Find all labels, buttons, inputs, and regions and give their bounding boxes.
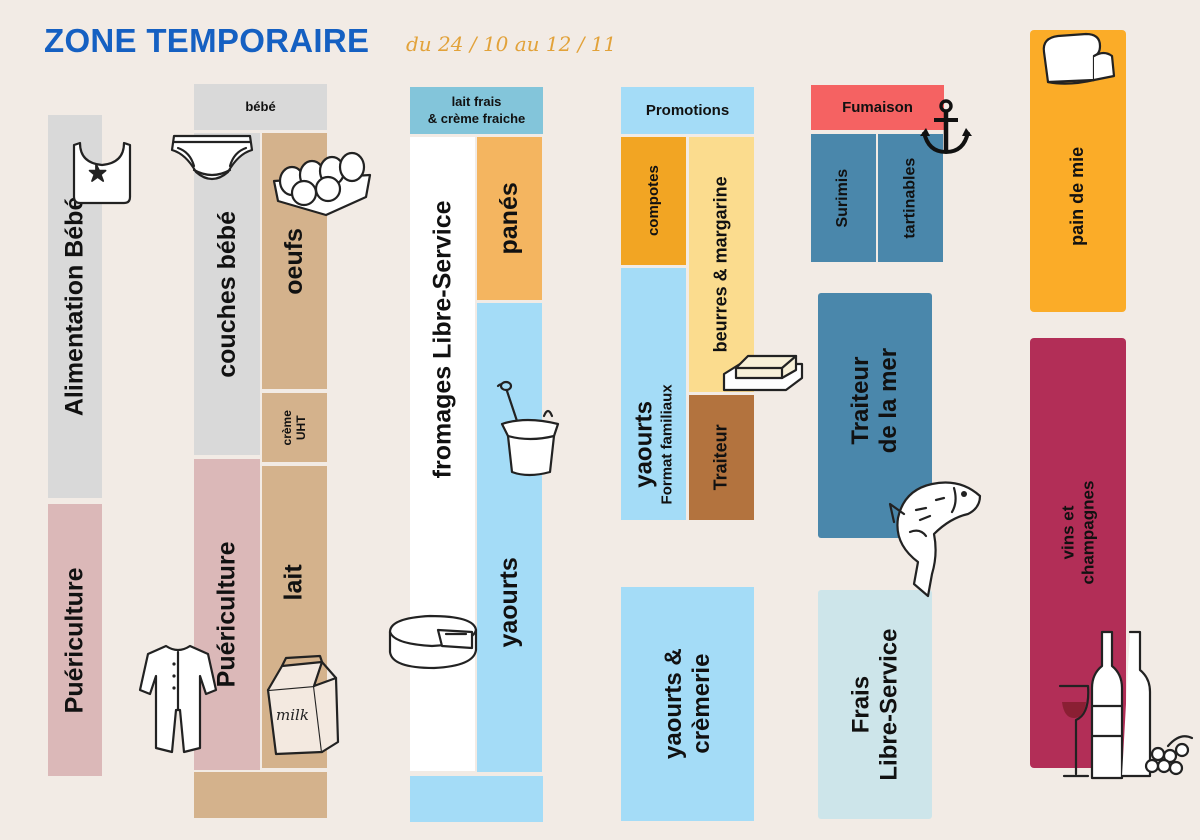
section-promotions[interactable]: Promotions xyxy=(621,87,754,134)
label-line-1: crème xyxy=(279,409,294,446)
section-label: Fumaison xyxy=(842,98,913,116)
label-line-2: de la mer xyxy=(874,347,902,454)
section-panes[interactable]: panés xyxy=(477,137,542,300)
section-label: panés xyxy=(495,182,524,255)
label-line-1: vins et xyxy=(1058,506,1078,560)
section-label: lait xyxy=(280,563,309,601)
section-fumaison[interactable]: Fumaison xyxy=(811,85,944,130)
label-line-1: Frais xyxy=(847,675,875,734)
butter-icon xyxy=(722,348,804,396)
section-yaourts[interactable]: yaourts xyxy=(477,303,542,772)
section-label: beurres & margarine xyxy=(711,176,732,353)
section-tartinables[interactable]: tartinables xyxy=(878,134,943,262)
label-line-2: & crème fraiche xyxy=(427,110,526,126)
egg-carton-icon xyxy=(270,145,374,217)
milk-carton-icon: milk xyxy=(262,654,342,756)
section-label: tartinables xyxy=(901,157,919,239)
section-label: Surimis xyxy=(834,168,852,228)
section-surimis[interactable]: Surimis xyxy=(811,134,876,262)
diaper-icon xyxy=(168,130,256,190)
section-fromages-ls[interactable]: fromages Libre-Service xyxy=(410,137,475,771)
label-line-2: Libre-Service xyxy=(875,628,903,781)
section-traiteur[interactable]: Traiteur xyxy=(689,395,754,520)
milk-carton-label: milk xyxy=(276,706,309,724)
section-label: Promotions xyxy=(645,101,730,119)
label-line-2: champagnes xyxy=(1078,481,1097,585)
page-title: ZONE TEMPORAIRE xyxy=(44,22,370,59)
section-label: oeufs xyxy=(280,227,309,295)
section-label: pain de mie xyxy=(1067,146,1088,246)
yogurt-icon xyxy=(488,380,564,480)
section-label: Alimentation Bébé xyxy=(60,196,89,417)
label-line-2: UHT xyxy=(293,415,308,440)
label-line-1: Traiteur xyxy=(847,356,875,445)
section-couches-bebe[interactable]: couches bébé xyxy=(194,133,260,455)
section-label: fromages Libre-Service xyxy=(428,200,457,478)
section-bottom-blue[interactable] xyxy=(410,776,543,822)
section-beurres-margarine[interactable]: beurres & margarine xyxy=(689,137,754,392)
onesie-icon xyxy=(138,640,218,760)
section-frais-ls[interactable]: Frais Libre-Service xyxy=(818,590,932,819)
section-bottom-tan[interactable] xyxy=(194,772,327,818)
section-creme-uht[interactable]: crème UHT xyxy=(262,393,327,462)
section-label: couches bébé xyxy=(212,210,241,378)
date-range: du 24 / 10 au 12 / 11 xyxy=(406,32,617,56)
section-compotes[interactable]: compotes xyxy=(621,137,686,265)
section-label: compotes xyxy=(644,165,662,237)
section-label: Puériculture xyxy=(60,567,89,713)
section-lait-frais[interactable]: lait frais & crème fraiche xyxy=(410,87,543,134)
section-yaourts-cremerie[interactable]: yaourts & crèmerie xyxy=(621,587,754,821)
label-line-1: yaourts xyxy=(631,400,659,488)
section-yaourts-ff[interactable]: yaourts Format familiaux xyxy=(621,268,686,520)
section-label: bébé xyxy=(245,98,276,114)
section-puericulture-mid[interactable]: Puériculture xyxy=(194,459,260,770)
label-line-1: yaourts & xyxy=(659,648,687,760)
label-line-2: crèmerie xyxy=(687,653,715,755)
section-puericulture-left[interactable]: Puériculture xyxy=(48,504,102,776)
label-line-2: Format familiaux xyxy=(658,383,676,505)
anchor-icon xyxy=(920,98,972,158)
bib-icon xyxy=(72,135,132,205)
fish-icon xyxy=(880,474,984,598)
cheese-icon xyxy=(386,610,480,672)
wine-bottles-icon xyxy=(1054,626,1200,786)
section-label: yaourts xyxy=(495,557,524,648)
section-bebe[interactable]: bébé xyxy=(194,84,327,130)
label-line-1: lait frais xyxy=(451,93,502,109)
bread-icon xyxy=(1038,30,1118,86)
section-label: Traiteur xyxy=(711,424,732,491)
